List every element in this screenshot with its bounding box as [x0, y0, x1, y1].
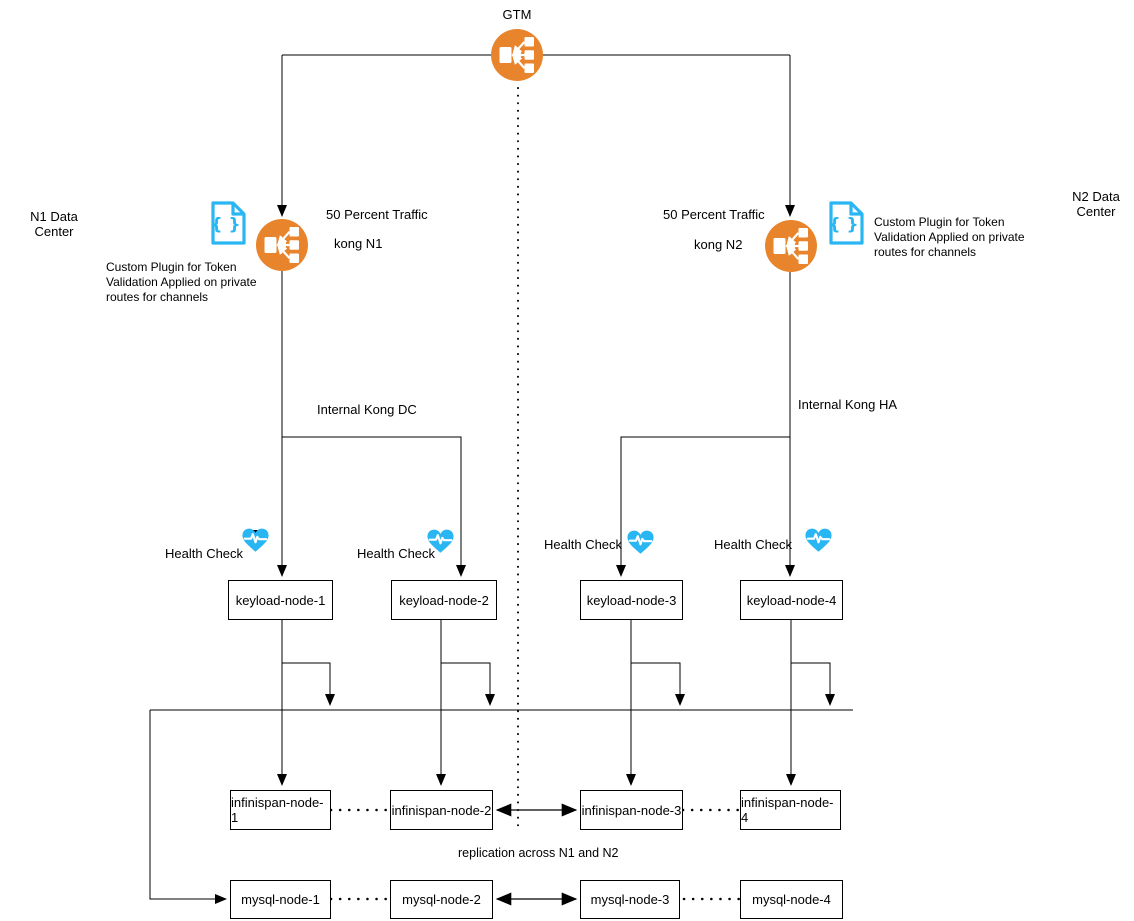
- keyload-node-3-box: keyload-node-3: [580, 580, 683, 620]
- mysql-node-1-box: mysql-node-1: [230, 880, 331, 919]
- internal-kong-ha-label: Internal Kong HA: [798, 397, 898, 412]
- health-check-label: Health Check: [357, 546, 436, 561]
- kong-n1-label: kong N1: [334, 236, 383, 251]
- json-file-icon: [202, 199, 250, 247]
- infinispan-node-1-box: infinispan-node-1: [230, 790, 331, 830]
- kong-n2-label: kong N2: [694, 237, 743, 252]
- plugin-note-n2: Custom Plugin for Token Validation Appli…: [874, 215, 1025, 259]
- internal-kong-dc-label: Internal Kong DC: [317, 402, 417, 417]
- health-check-label: Health Check: [544, 537, 623, 552]
- connector-keyload-2-to-bus: [441, 662, 495, 706]
- keyload-node-1-box: keyload-node-1: [228, 580, 333, 620]
- heart-pulse-icon: [803, 527, 834, 554]
- replication-label: replication across N1 and N2: [458, 846, 619, 860]
- heart-pulse-icon: [240, 527, 271, 554]
- load-balancer-icon: [491, 29, 543, 81]
- plugin-note-n1: Custom Plugin for Token Validation Appli…: [106, 260, 257, 304]
- traffic-n2-label: 50 Percent Traffic: [663, 207, 765, 222]
- keyload-node-2-box: keyload-node-2: [391, 580, 497, 620]
- connector-keyload-1-to-bus: [282, 662, 335, 706]
- keyload-node-4-box: keyload-node-4: [740, 580, 843, 620]
- connector-bus-to-mysql-1: [149, 710, 227, 904]
- infinispan-node-4-box: infinispan-node-4: [740, 790, 841, 830]
- infinispan-node-2-box: infinispan-node-2: [390, 790, 493, 830]
- heart-pulse-icon: [625, 529, 656, 556]
- mysql-node-3-box: mysql-node-3: [580, 880, 680, 919]
- mysql-node-2-box: mysql-node-2: [390, 880, 493, 919]
- connector-keyload-3-to-bus: [631, 662, 685, 706]
- n2-datacenter-label: N2 Data Center: [1072, 189, 1120, 219]
- connector-kong-n2-to-keyload-3: [616, 436, 790, 577]
- mysql-node-4-box: mysql-node-4: [740, 880, 843, 919]
- health-check-label: Health Check: [165, 546, 244, 561]
- connector-kong-n1-to-keyload-2: [282, 436, 466, 577]
- json-file-icon: [820, 199, 868, 247]
- connector-keyload-4-to-bus: [791, 662, 835, 706]
- load-balancer-icon: [765, 220, 817, 272]
- health-check-label: Health Check: [714, 537, 793, 552]
- traffic-n1-label: 50 Percent Traffic: [326, 207, 428, 222]
- infinispan-node-3-box: infinispan-node-3: [580, 790, 683, 830]
- gtm-label: GTM: [502, 7, 532, 22]
- n1-datacenter-label: N1 Data Center: [30, 209, 78, 239]
